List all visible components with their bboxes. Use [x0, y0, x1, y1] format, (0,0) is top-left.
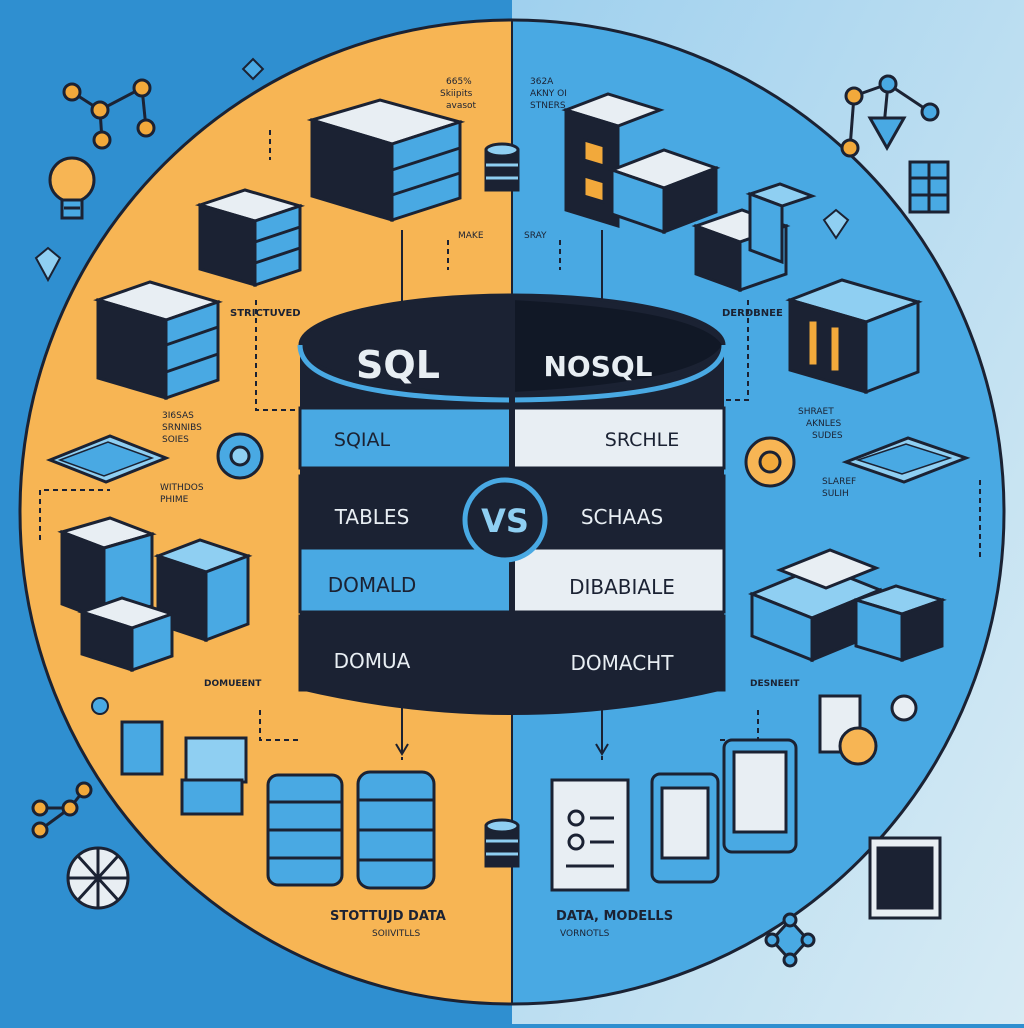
left-note-mid-3: SOIES — [162, 435, 189, 445]
grid-sheet-icon — [868, 836, 942, 920]
right-note-mid-5: SULIH — [822, 489, 849, 499]
database-stack-bottom — [266, 770, 436, 890]
right-note-top-1: 362A — [530, 77, 554, 87]
server-boxes-right — [691, 182, 817, 293]
left-note-mid-2: SRNNIBS — [162, 423, 202, 433]
right-note-top-2: AKNY OI — [530, 89, 567, 99]
network-icon-bottom-left — [31, 781, 93, 839]
phone-icon — [650, 772, 720, 884]
right-note-mid-2: AKNLES — [806, 419, 841, 429]
dot-icon — [91, 697, 109, 715]
left-note-mid-4: WITHDOS — [160, 483, 204, 493]
central-database-cylinder — [297, 293, 727, 715]
tablet-device-icon — [722, 738, 798, 854]
right-band-1 — [510, 406, 726, 470]
tablet-icon — [45, 434, 171, 484]
left-band-4 — [298, 614, 514, 692]
right-band-label-1: SRCHLE — [605, 429, 679, 451]
server-rack-orange-icon — [561, 92, 721, 235]
left-note-mid-1: 3I6SAS — [162, 411, 194, 421]
badge-orange-icon — [744, 436, 796, 488]
right-side-label: DERDBNEE — [722, 308, 783, 319]
globe-icon — [66, 846, 130, 910]
right-band-2 — [510, 474, 726, 548]
cube-cluster-icon — [748, 548, 947, 663]
vs-badge — [462, 477, 548, 563]
circle-right-half — [512, 20, 1004, 1004]
server-stack-icon — [306, 98, 466, 223]
nosql-title: NOSQL — [543, 350, 652, 383]
document-icon-right — [818, 694, 878, 766]
right-note-top-3: STNERS — [530, 101, 566, 111]
clipboard-icon — [550, 778, 630, 892]
right-band-label-4: DOMACHT — [571, 651, 675, 675]
server-stack-icon-2 — [194, 188, 306, 288]
sql-title: SQL — [356, 343, 440, 387]
right-doc-label: DESNEEIT — [750, 679, 800, 689]
right-note-mid-1: SHRAET — [798, 407, 834, 417]
left-note-top-2: Skiipits — [440, 89, 473, 99]
right-band-label-3: DIBABIALE — [569, 575, 675, 599]
left-band-label-3: DOMALD — [328, 573, 417, 597]
gear-icon — [216, 432, 264, 480]
right-sray-label: SRAY — [524, 231, 547, 241]
network-diamond-icon — [764, 912, 816, 968]
server-boxes-bottom-left — [120, 720, 248, 816]
left-doc-label: DOMUEENT — [204, 679, 262, 689]
grid-table-icon — [908, 160, 950, 214]
gear-icon-right — [890, 694, 918, 722]
badge-icon — [241, 57, 265, 81]
left-bottom-sub: SOIIVITLLS — [372, 929, 420, 939]
right-band-3 — [510, 546, 726, 614]
cylinder-top-cap-right — [512, 300, 722, 392]
arrow-lines — [395, 230, 609, 756]
rack-orange-right — [785, 278, 923, 395]
vs-text: VS — [481, 502, 529, 540]
left-band-label-4: DOMUA — [334, 649, 411, 673]
left-note-mid-5: PHIME — [160, 495, 189, 505]
left-band-1 — [298, 406, 514, 470]
left-make-label: MAKE — [458, 231, 484, 241]
diamond-icon — [34, 246, 62, 283]
left-band-label-2: TABLES — [334, 505, 410, 529]
right-note-mid-3: SUDES — [812, 431, 843, 441]
left-side-label: STRICTUVED — [230, 308, 301, 319]
right-bottom-sub: VORNOTLS — [560, 929, 610, 939]
diamond-icon-right — [822, 208, 850, 240]
left-note-top-1: 665% — [446, 77, 472, 87]
server-stack-icon-3 — [93, 280, 223, 401]
left-note-top-3: avasot — [446, 101, 477, 111]
database-icon-bottom — [484, 818, 520, 868]
right-band-label-2: SCHAAS — [581, 505, 663, 529]
network-graph-icon — [62, 78, 156, 150]
right-bottom-title: DATA, MODELLS — [556, 909, 673, 924]
network-graph-icon-right — [840, 74, 940, 158]
lightbulb-icon — [48, 156, 96, 220]
tablet-icon-right — [841, 436, 971, 484]
database-icon-top — [484, 142, 520, 192]
server-cluster-icon — [57, 516, 253, 673]
left-band-label-1: SQIAL — [334, 429, 391, 451]
left-bottom-title: STOTTUJD DATA — [330, 909, 446, 924]
right-note-mid-4: SLAREF — [822, 477, 856, 487]
